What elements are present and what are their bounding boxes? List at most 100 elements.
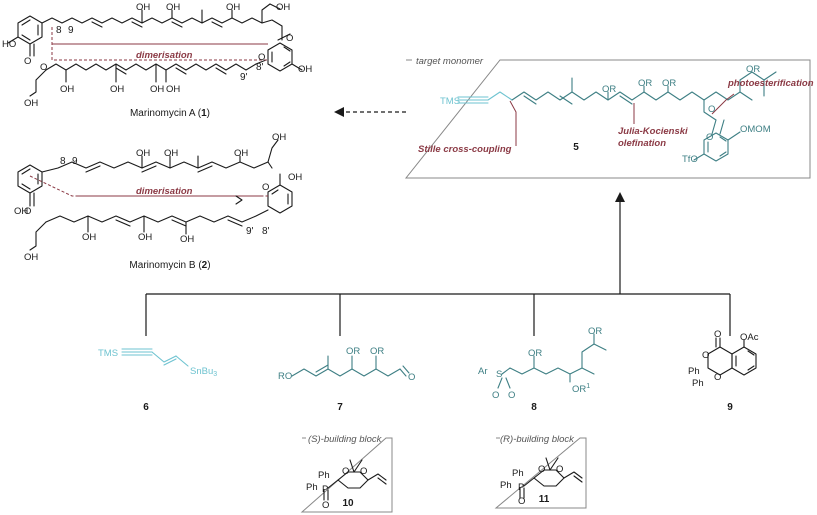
hydroxyl-label: OH <box>110 84 124 95</box>
oxide-oxygen-label: O <box>518 496 525 507</box>
hydroxyl-label: HO <box>2 39 16 50</box>
ester-oxygen-label: O <box>40 62 47 73</box>
dimerisation-label-b: dimerisation <box>136 186 193 197</box>
marinomycin-b-caption: Marinomycin B (2) <box>129 260 210 271</box>
position-8: 8 <box>56 25 62 36</box>
or-label: OR <box>346 346 360 357</box>
fragment-9: O O O OAc Ph Ph 9 <box>688 329 759 413</box>
sulfur-label: S <box>496 369 502 380</box>
phosphorus-label: P <box>518 482 524 493</box>
hydroxyl-label: OH <box>14 206 28 217</box>
phenyl-label: Ph <box>512 468 524 479</box>
ring-oxygen-label: O <box>342 466 349 477</box>
building-block-10: (S)-building block Ph Ph P O O O 10 <box>300 434 393 513</box>
or-label: OR <box>370 346 384 357</box>
or-label: RO <box>278 371 292 382</box>
fragment-7: RO OR OR O 7 <box>278 346 415 413</box>
hydroxyl-label: OH <box>138 232 152 243</box>
ring-oxygen-label: O <box>538 464 545 475</box>
hydroxyl-label: OH <box>24 252 38 263</box>
retrosynthesis-arrow <box>334 107 406 117</box>
hydroxyl-label: OH <box>298 64 312 75</box>
hydroxyl-label: OH <box>272 132 286 143</box>
hydroxyl-label: OH <box>276 2 290 13</box>
compound-number-11: 11 <box>539 494 550 505</box>
hydroxyl-label: OH <box>180 234 194 245</box>
tfo-label: TfO <box>682 154 698 165</box>
photoesterification-annotation: photoesterification <box>727 78 814 89</box>
ester-oxygen-label: O <box>24 56 31 67</box>
hydroxyl-label: OH <box>82 232 96 243</box>
hydroxyl-label: OH <box>234 148 248 159</box>
phenyl-label: Ph <box>306 482 318 493</box>
aryl-label: Ar <box>478 366 488 377</box>
hydroxyl-label: OH <box>166 84 180 95</box>
or-label: OR <box>662 78 676 89</box>
fragment-6: TMS SnBu3 6 <box>98 348 217 413</box>
position-8-prime: 8' <box>256 62 264 73</box>
or-label: OR <box>638 78 652 89</box>
r-building-block-label: (R)-building block <box>500 434 575 445</box>
stille-annotation: Stille cross-coupling <box>418 144 512 155</box>
s-building-block-label: (S)-building block <box>308 434 383 445</box>
compound-number-10: 10 <box>342 498 354 509</box>
aldehyde-oxygen-label: O <box>408 372 415 383</box>
or-label: OR <box>588 326 602 337</box>
hydroxyl-label: OH <box>288 172 302 183</box>
building-block-11: (R)-building block Ph Ph P O O O 11 <box>494 434 587 509</box>
ester-oxygen-label: O <box>286 33 293 44</box>
phenyl-label: Ph <box>318 470 330 481</box>
tributyltin-label: SnBu3 <box>190 366 217 378</box>
hydroxyl-label: OH <box>24 98 38 109</box>
or1-label: OR1 <box>572 383 590 395</box>
target-monomer-label: target monomer <box>416 56 484 67</box>
sulfonyl-oxygen-label: O <box>492 390 499 401</box>
sulfonyl-oxygen-label: O <box>508 390 515 401</box>
phenyl-label: Ph <box>500 480 512 491</box>
compound-number-8: 8 <box>531 402 537 413</box>
or-label: OR <box>746 64 760 75</box>
compound-number-5: 5 <box>573 142 579 153</box>
carbonyl-oxygen-label: O <box>714 329 721 340</box>
ester-oxygen-label: O <box>708 104 715 115</box>
julia-annotation: Julia-Kocienski <box>618 126 688 137</box>
compound-number-9: 9 <box>727 402 733 413</box>
or-label: OR <box>602 84 616 95</box>
target-monomer-panel: target monomer TMS OR OR OR OR OMOM TfO … <box>404 56 814 179</box>
position-8: 8 <box>60 156 66 167</box>
hydroxyl-label: OH <box>136 148 150 159</box>
fragment-8: Ar S O O OR OR OR1 8 <box>478 326 607 413</box>
julia-annotation-line2: olefination <box>618 138 666 149</box>
position-9: 9 <box>68 25 74 36</box>
disconnection-tree <box>145 192 731 336</box>
marinomycin-a-structure: HO OH O O O O OH OH OH OH OH OH OH OH OH… <box>2 2 312 119</box>
hydroxyl-label: OH <box>226 2 240 13</box>
omom-label: OMOM <box>740 124 771 135</box>
ester-oxygen-label: O <box>706 132 713 143</box>
dimerisation-label-a: dimerisation <box>136 50 193 61</box>
hydroxyl-label: OH <box>150 84 164 95</box>
ring-oxygen-label: O <box>714 372 721 383</box>
tms-label: TMS <box>98 348 118 359</box>
position-8-prime: 8' <box>262 226 270 237</box>
position-9-prime: 9' <box>240 72 248 83</box>
compound-number-6: 6 <box>143 402 149 413</box>
hydroxyl-label: OH <box>136 2 150 13</box>
position-9-prime: 9' <box>246 226 254 237</box>
ring-oxygen-label: O <box>556 464 563 475</box>
ring-oxygen-label: O <box>360 466 367 477</box>
hydroxyl-label: OH <box>164 148 178 159</box>
phosphorus-label: P <box>322 484 328 495</box>
ester-oxygen-label: O <box>262 182 269 193</box>
ring-oxygen-label: O <box>702 350 709 361</box>
hydroxyl-label: OH <box>166 2 180 13</box>
phenyl-label: Ph <box>692 378 704 389</box>
tms-label: TMS <box>440 96 460 107</box>
acetoxy-label: OAc <box>740 332 759 343</box>
oxide-oxygen-label: O <box>322 500 329 511</box>
ester-oxygen-label: O <box>24 206 31 217</box>
or-label: OR <box>528 348 542 359</box>
phenyl-label: Ph <box>688 366 700 377</box>
ester-oxygen-label: O <box>258 52 265 63</box>
